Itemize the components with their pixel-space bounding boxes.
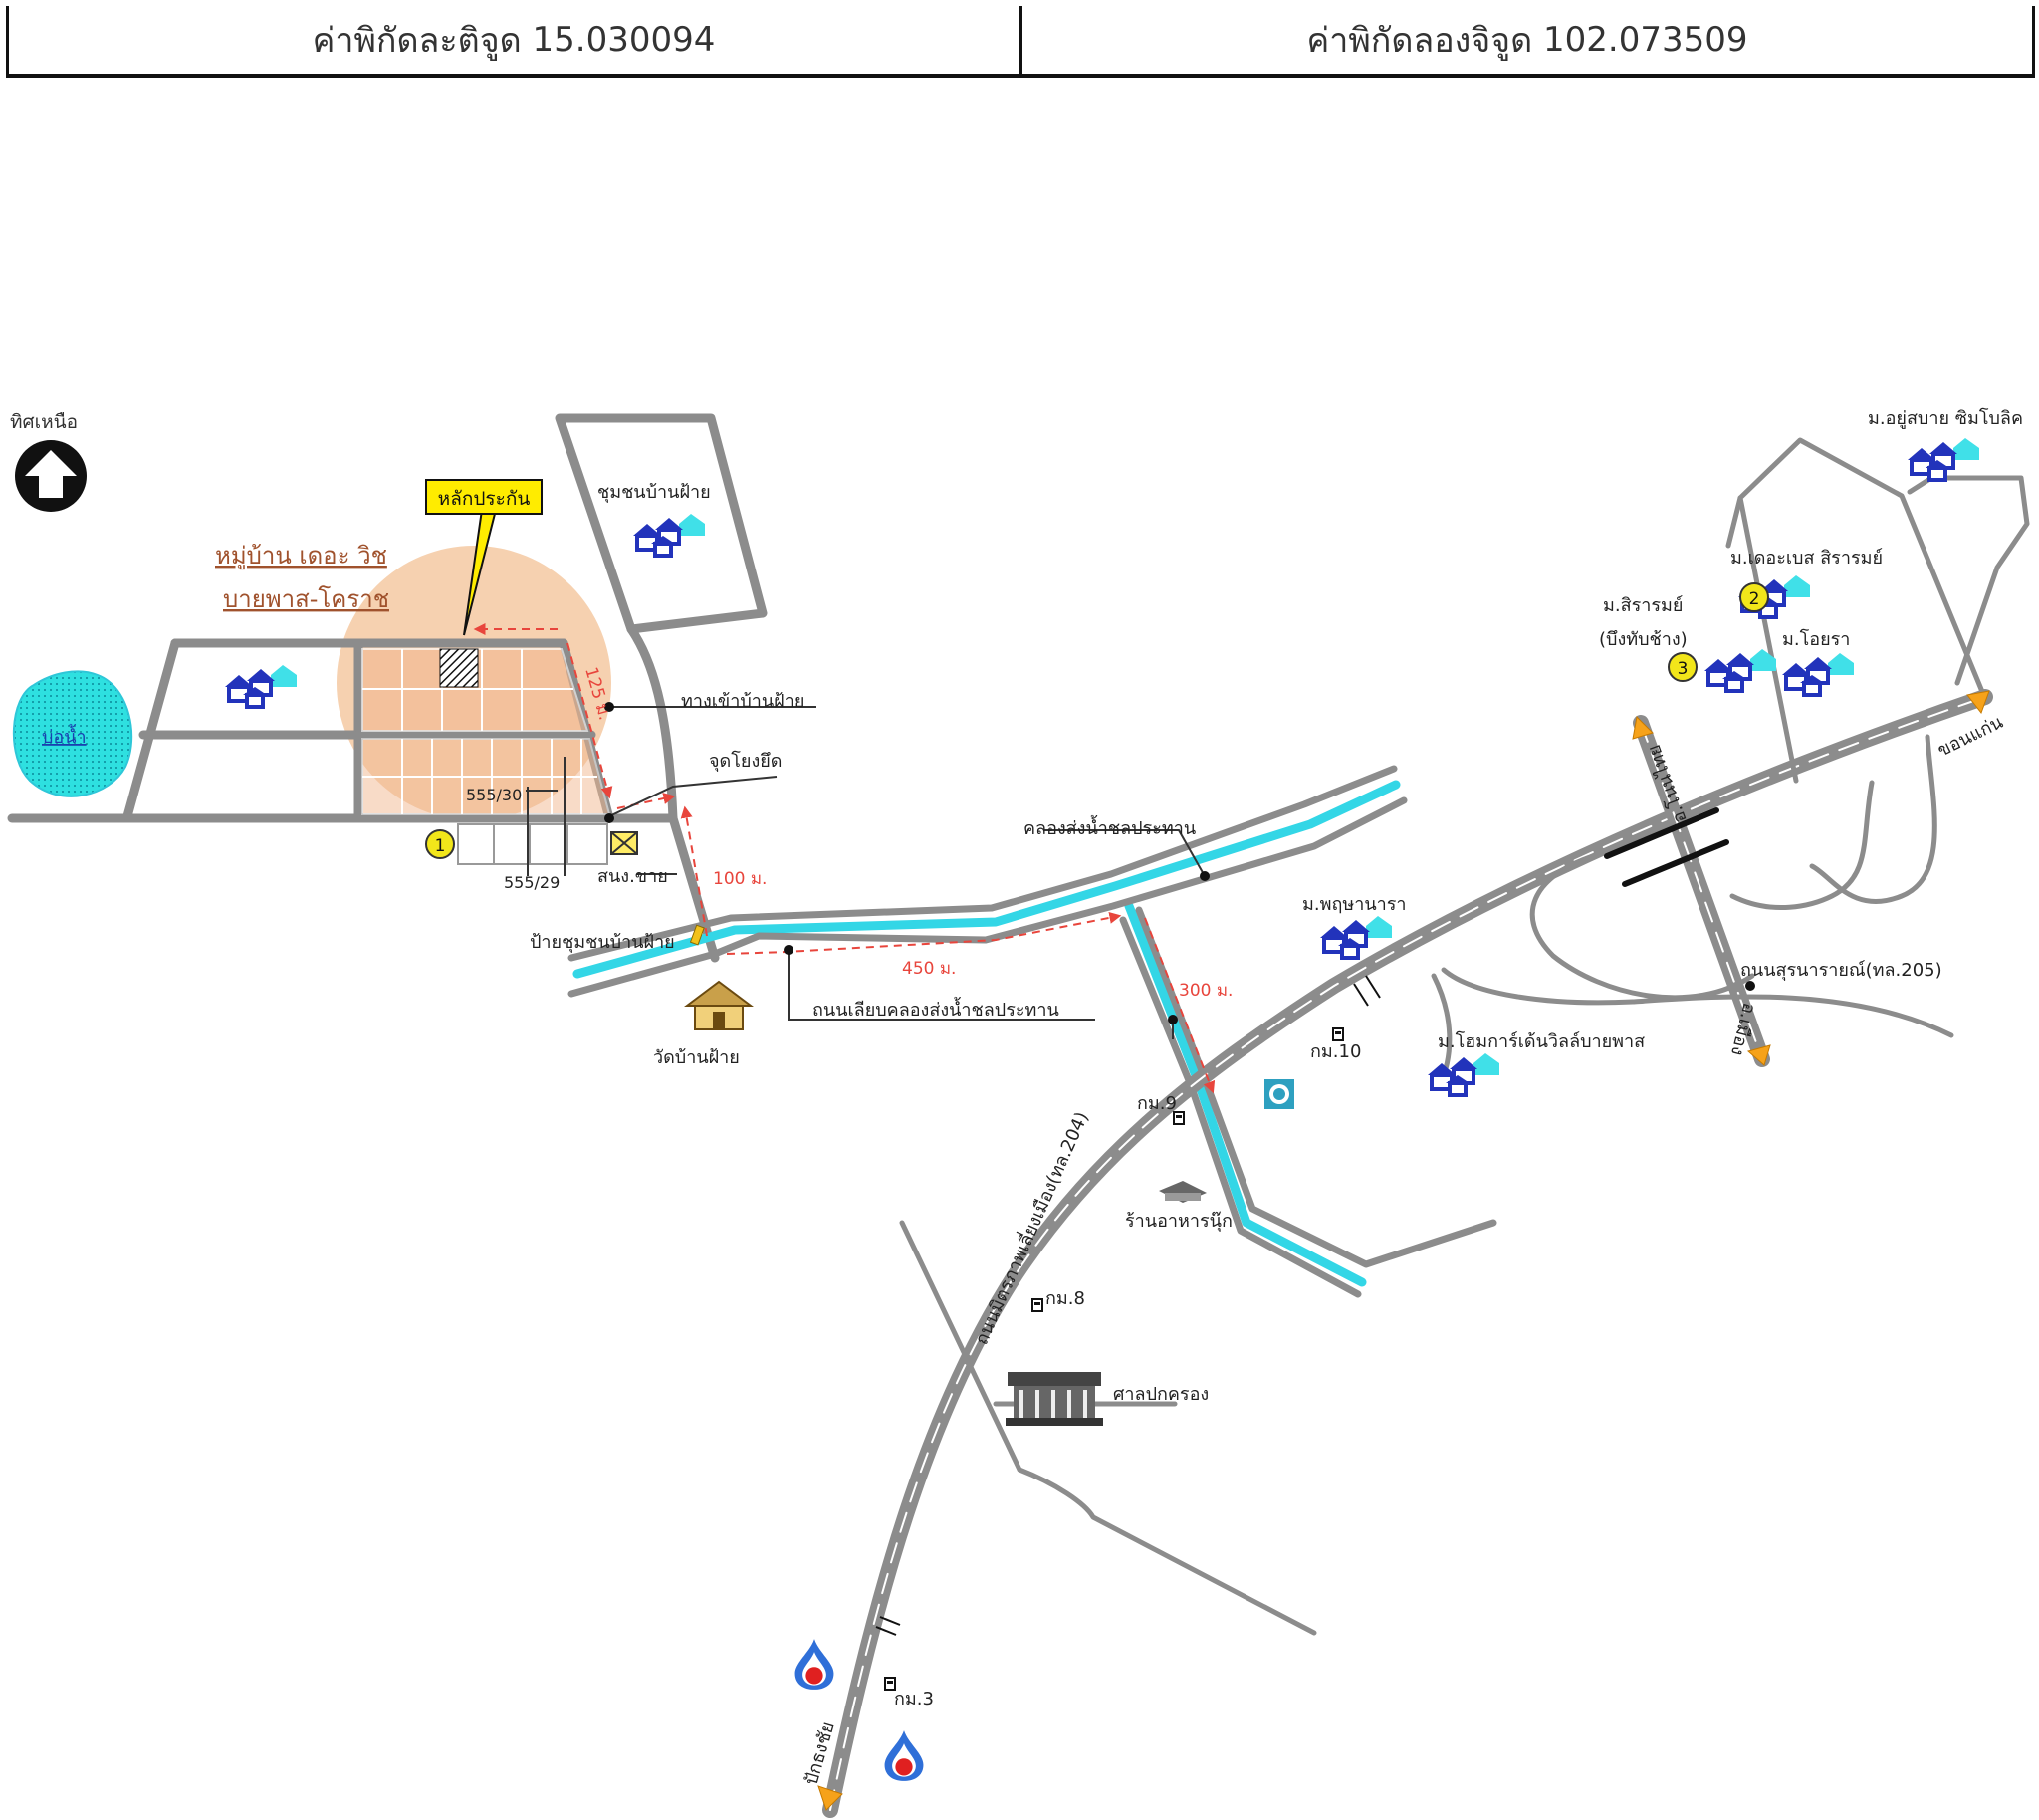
bank-icon xyxy=(1264,1079,1294,1109)
label-canal-road: ถนนเลียบคลองส่งน้ำชลประทาน xyxy=(812,997,1059,1021)
label-highway-204: ถนนมิตรภาพเลี่ยงเมือง(ทล.204) xyxy=(969,1107,1093,1348)
label-km3: กม.3 xyxy=(894,1689,934,1709)
office-icon xyxy=(610,831,638,855)
arrow-icon-pakthongchai xyxy=(817,1785,843,1811)
latitude-cell: ค่าพิกัดละติจูด 15.030094 xyxy=(9,6,1019,74)
label-v-sirarom-sub: (บึงทับช้าง) xyxy=(1599,629,1688,650)
project-name-line1: หมู่บ้าน เดอะ วิช xyxy=(215,542,387,570)
gas-station-icon xyxy=(794,1639,834,1690)
distance-labels: 125 ม. 100 ม. 450 ม. 300 ม. xyxy=(580,665,1233,1001)
interchange-bridge xyxy=(1604,807,1729,887)
arrow-icon-mueang xyxy=(1746,1044,1771,1066)
label-landmark: จุดโยงยึด xyxy=(709,750,782,772)
restaurant-icon xyxy=(1159,1181,1207,1203)
collateral-plot xyxy=(439,648,479,688)
temple-icon xyxy=(684,980,754,1030)
map-labels: ชุมชนบ้านฝ้าย ทางเข้าบ้านฝ้าย จุดโยงยึด … xyxy=(466,407,2023,1787)
label-plot-b: 555/29 xyxy=(504,873,560,892)
house-cluster-icon xyxy=(1426,1051,1501,1097)
house-cluster-icon xyxy=(1906,436,1981,482)
label-km9: กม.9 xyxy=(1137,1093,1177,1114)
label-restaurant: ร้านอาหารนุ๊ก xyxy=(1125,1211,1233,1232)
label-km8: กม.8 xyxy=(1045,1288,1085,1309)
label-v-prueksa: ม.พฤษานารา xyxy=(1302,894,1407,915)
direction-arrows xyxy=(817,690,1990,1811)
roadside-lots xyxy=(457,823,608,865)
north-label: ทิศเหนือ xyxy=(10,411,78,433)
latitude-label: ค่าพิกัดละติจูด xyxy=(312,21,522,61)
label-entrance-road: ทางเข้าบ้านฝ้าย xyxy=(681,691,804,712)
crossing-marks xyxy=(875,975,1381,1636)
longitude-cell: ค่าพิกัดลองจิจูด 102.073509 xyxy=(1019,6,2032,74)
distance-300: 300 ม. xyxy=(1179,981,1233,1001)
label-to-nonthai: อ.โนนไทย xyxy=(1643,742,1692,826)
marker-3: 3 xyxy=(1668,652,1698,682)
arrow-icon-nonthai xyxy=(1632,715,1654,740)
label-road-205: ถนนสุรนารายณ์(ทล.205) xyxy=(1740,960,1942,981)
svg-text:3: 3 xyxy=(1678,659,1689,679)
highway-204 xyxy=(822,689,1993,1818)
svg-text:2: 2 xyxy=(1749,589,1760,609)
road-205 xyxy=(1633,715,1770,1067)
gas-station-icon xyxy=(884,1730,924,1781)
label-community: ชุมชนบ้านฝ้าย xyxy=(597,482,711,503)
label-canal: คลองส่งน้ำชลประทาน xyxy=(1023,815,1196,839)
label-km10: กม.10 xyxy=(1310,1041,1361,1062)
label-district-office: ศาลปกครอง xyxy=(1113,1384,1209,1405)
distance-450: 450 ม. xyxy=(902,959,956,979)
project-grid xyxy=(361,648,611,815)
marker-1: 1 xyxy=(425,829,455,859)
coordinate-bar: ค่าพิกัดละติจูด 15.030094 ค่าพิกัดลองจิจ… xyxy=(6,6,2035,78)
collateral-pin-label: หลักประกัน xyxy=(438,488,531,510)
road-network xyxy=(7,413,768,963)
pond-label: บ่อน้ำ xyxy=(42,724,87,748)
label-power-office: สนง.ขาย xyxy=(597,866,668,887)
distance-100: 100 ม. xyxy=(713,869,767,889)
house-cluster-icon xyxy=(223,663,299,709)
project-name-line2: บายพาส-โคราช xyxy=(223,585,389,613)
label-v-the-base: ม.เดอะเบส สิรารมย์ xyxy=(1730,548,1883,569)
leader-lines xyxy=(526,706,1206,1039)
sign-icon xyxy=(689,924,705,946)
label-v-home-place: ม.โฮมการ์เด้นวิลล์บายพาส xyxy=(1438,1030,1645,1052)
label-v-sirarom: ม.สิรารมย์ xyxy=(1603,595,1683,616)
pond: บ่อน้ำ xyxy=(12,670,133,797)
longitude-value: 102.073509 xyxy=(1543,20,1748,60)
building-icon xyxy=(1006,1372,1103,1426)
irrigation-canal xyxy=(572,780,1401,1287)
north-arrow: ทิศเหนือ xyxy=(10,411,87,512)
house-cluster-icon xyxy=(631,512,707,558)
arrow-icon-khonkaen xyxy=(1966,690,1990,715)
km-post-icon xyxy=(1031,1298,1043,1312)
label-community-sign: ป้ายชุมชนบ้านฝ้าย xyxy=(530,932,675,953)
house-cluster-icon xyxy=(1702,647,1778,693)
longitude-label: ค่าพิกัดลองจิจูด xyxy=(1306,21,1533,61)
house-cluster-icon xyxy=(1780,651,1856,697)
distance-lines xyxy=(473,623,1216,1094)
label-v-yusabai: ม.อยู่สบาย ซิมโบลิค xyxy=(1868,407,2023,429)
leader-dots xyxy=(604,702,1755,1024)
svg-text:1: 1 xyxy=(435,836,446,856)
secondary-roads xyxy=(899,437,2030,1636)
label-plot-a: 555/30 xyxy=(466,786,522,804)
label-temple: วัดบ้านฝ้าย xyxy=(653,1047,740,1068)
collateral-pin: หลักประกัน xyxy=(425,479,543,636)
latitude-value: 15.030094 xyxy=(532,20,716,60)
canal-banks xyxy=(567,765,1497,1298)
label-v-oyara: ม.โอยรา xyxy=(1782,628,1850,650)
marker-2: 2 xyxy=(1739,582,1769,612)
km-post-icon xyxy=(1332,1027,1344,1041)
